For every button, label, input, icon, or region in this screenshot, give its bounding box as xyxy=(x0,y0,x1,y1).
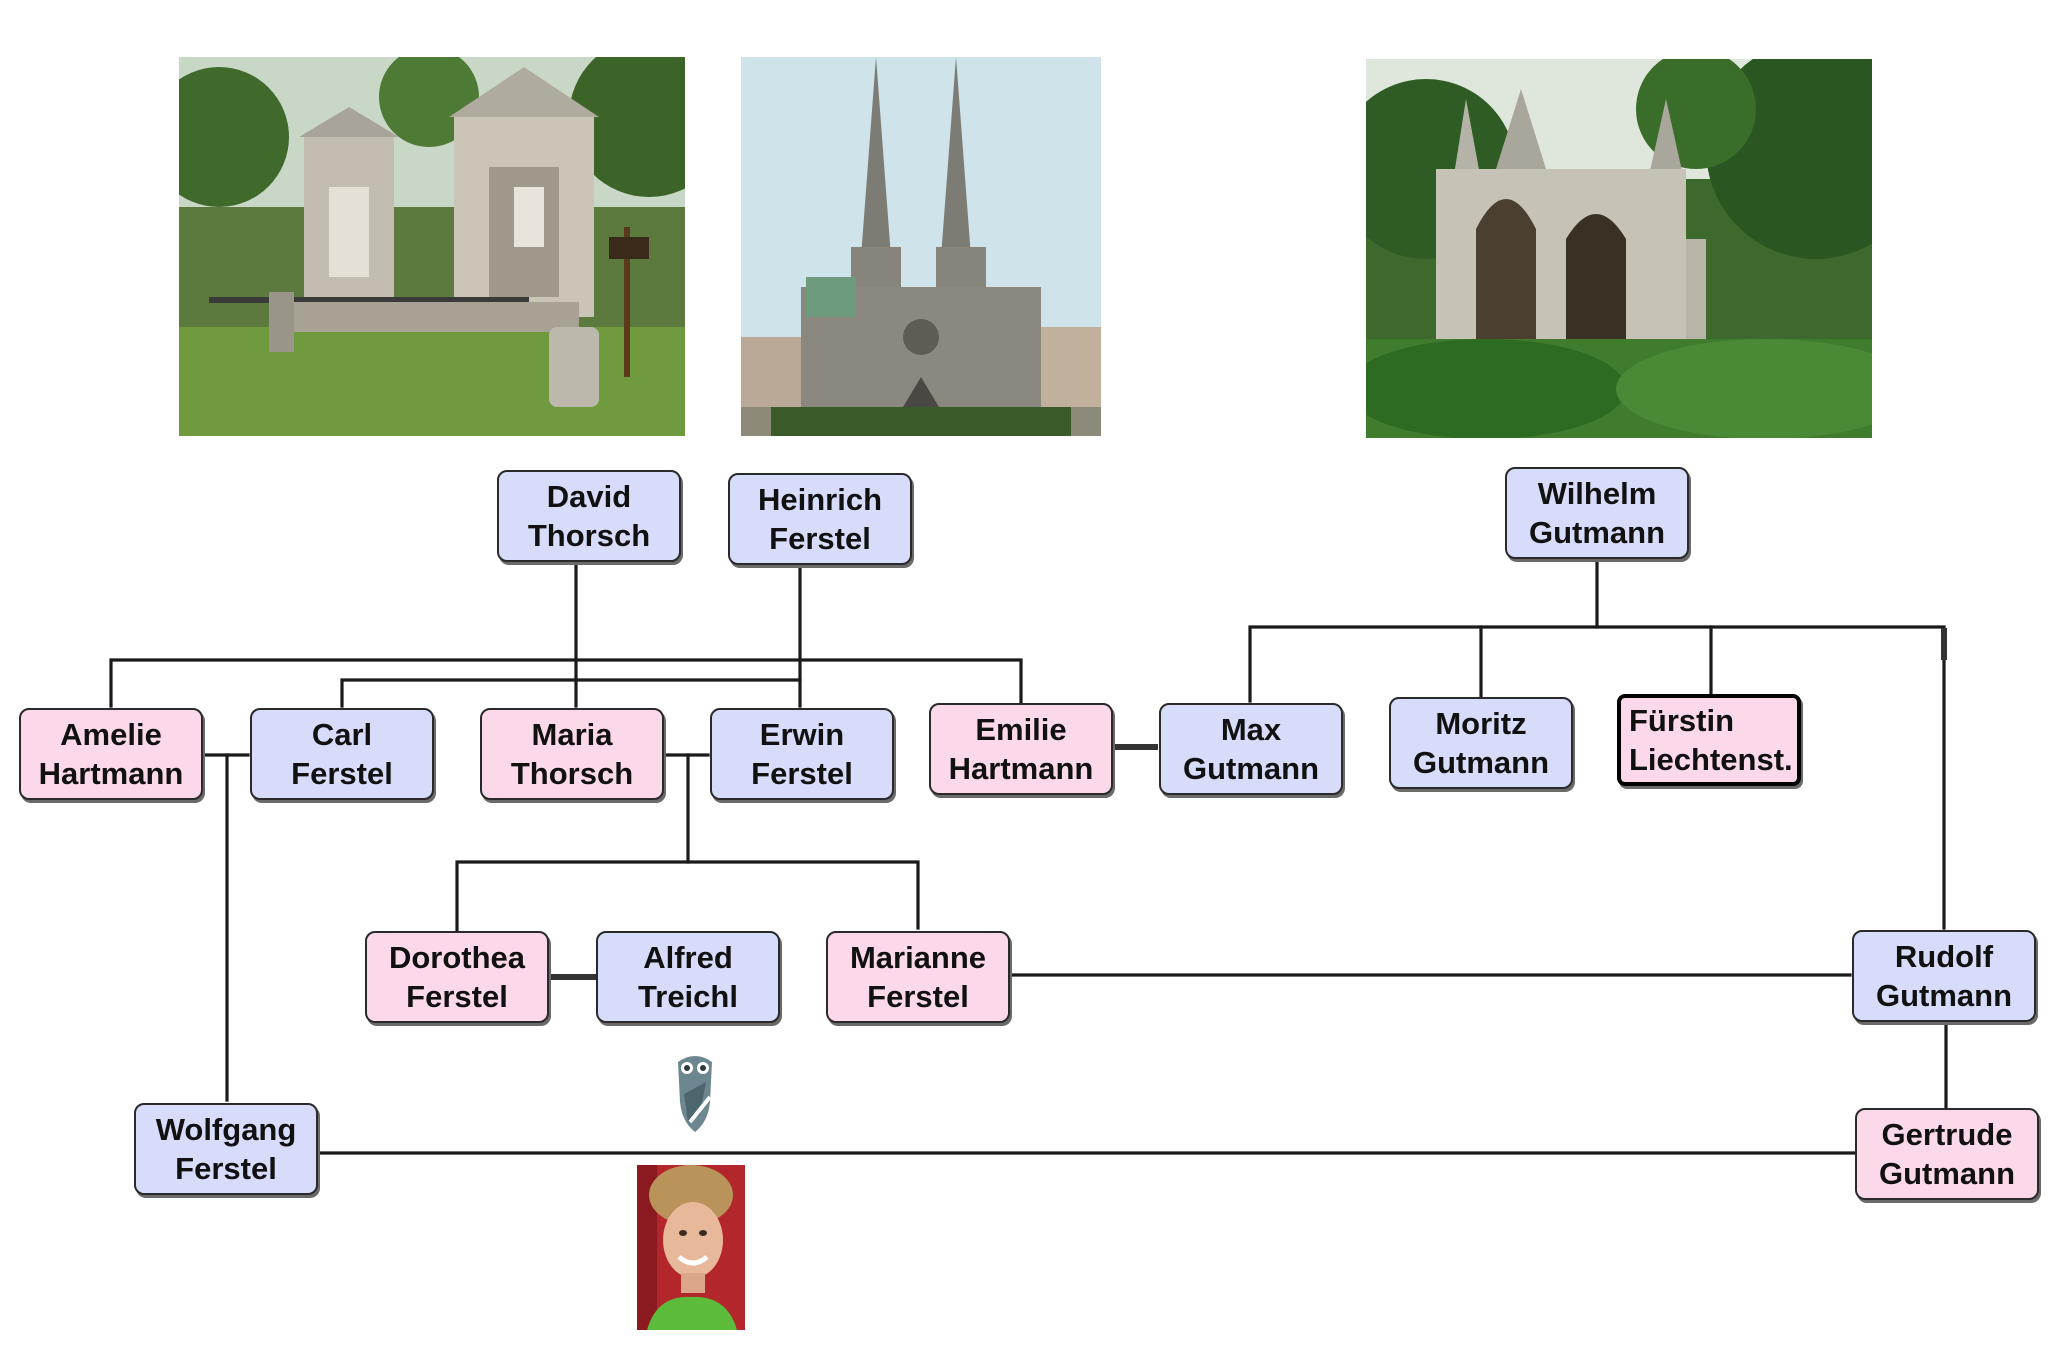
person-david-thorsch: David Thorsch xyxy=(497,470,681,562)
person-alfred-treichl: Alfred Treichl xyxy=(596,931,780,1023)
last-name: Thorsch xyxy=(527,518,651,553)
last-name: Liechtenst. xyxy=(1629,742,1793,777)
last-name: Gutmann xyxy=(1878,1156,2016,1191)
person-rudolf-gutmann: Rudolf Gutmann xyxy=(1852,930,2036,1022)
last-name: Gutmann xyxy=(1528,515,1666,550)
owl-logo-icon xyxy=(670,1052,720,1134)
person-gertrude-gutmann: Gertrude Gutmann xyxy=(1855,1108,2039,1200)
first-name: Carl xyxy=(311,717,373,752)
last-name: Gutmann xyxy=(1182,751,1320,786)
first-name: Gertrude xyxy=(1881,1117,2013,1152)
first-name: Fürstin xyxy=(1629,703,1735,738)
person-wilhelm-gutmann: Wilhelm Gutmann xyxy=(1505,467,1689,559)
first-name: Maria xyxy=(531,717,613,752)
first-name: Emilie xyxy=(975,712,1067,747)
last-name: Hartmann xyxy=(38,756,184,791)
person-max-gutmann: Max Gutmann xyxy=(1159,703,1343,795)
line-carl-erwin xyxy=(340,678,802,708)
person-fuerstin-liechtenstein: Fürstin Liechtenst. xyxy=(1617,694,1801,786)
person-wolfgang-ferstel: Wolfgang Ferstel xyxy=(134,1103,318,1195)
first-name: Amelie xyxy=(60,717,162,752)
last-name: Treichl xyxy=(638,979,738,1014)
person-dorothea-ferstel: Dorothea Ferstel xyxy=(365,931,549,1023)
last-name: Ferstel xyxy=(175,1151,277,1186)
person-moritz-gutmann: Moritz Gutmann xyxy=(1389,697,1573,789)
first-name: Erwin xyxy=(759,717,845,752)
gothic-mausoleum-photo xyxy=(1366,59,1872,438)
last-name: Thorsch xyxy=(510,756,634,791)
person-amelie-hartmann: Amelie Hartmann xyxy=(19,708,203,800)
woman-portrait-photo xyxy=(637,1165,745,1330)
last-name: Ferstel xyxy=(406,979,508,1014)
first-name: Moritz xyxy=(1435,706,1527,741)
first-name: Heinrich xyxy=(757,482,883,517)
first-name: Max xyxy=(1220,712,1282,747)
last-name: Ferstel xyxy=(769,521,871,556)
last-name: Hartmann xyxy=(948,751,1094,786)
line-amelie-emilie xyxy=(109,658,1023,708)
first-name: Wolfgang xyxy=(155,1112,297,1147)
first-name: Alfred xyxy=(643,940,733,975)
first-name: Wilhelm xyxy=(1537,476,1657,511)
person-marianne-ferstel: Marianne Ferstel xyxy=(826,931,1010,1023)
first-name: Rudolf xyxy=(1894,939,1994,974)
person-emilie-hartmann: Emilie Hartmann xyxy=(929,703,1113,795)
first-name: David xyxy=(546,479,632,514)
line-children-bracket xyxy=(455,860,920,933)
person-maria-thorsch: Maria Thorsch xyxy=(480,708,664,800)
last-name: Ferstel xyxy=(751,756,853,791)
last-name: Gutmann xyxy=(1412,745,1550,780)
person-erwin-ferstel: Erwin Ferstel xyxy=(710,708,894,800)
last-name: Gutmann xyxy=(1875,978,2013,1013)
votivkirche-photo xyxy=(741,57,1101,436)
first-name: Dorothea xyxy=(388,940,526,975)
last-name: Ferstel xyxy=(867,979,969,1014)
person-heinrich-ferstel: Heinrich Ferstel xyxy=(728,473,912,565)
last-name: Ferstel xyxy=(291,756,393,791)
person-carl-ferstel: Carl Ferstel xyxy=(250,708,434,800)
first-name: Marianne xyxy=(849,940,987,975)
line-gutmann-children xyxy=(1248,625,1946,930)
grave-monument-photo xyxy=(179,57,685,436)
